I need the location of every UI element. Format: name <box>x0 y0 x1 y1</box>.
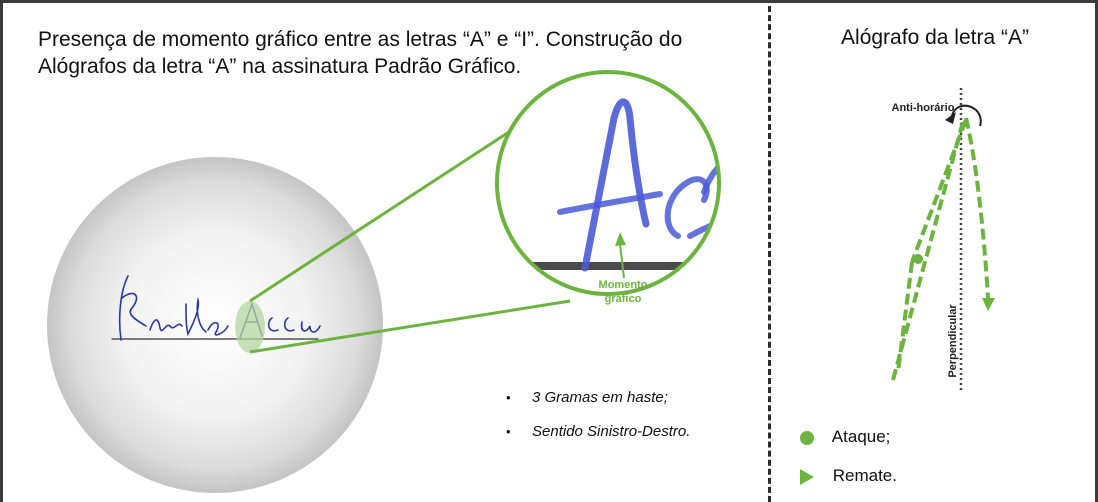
rotation-arrowhead <box>945 112 956 124</box>
attack-point <box>913 254 923 264</box>
zoom-label-line1: Momento <box>599 279 648 291</box>
right-panel-title: Alógrafo da letra “A” <box>841 26 1029 49</box>
finish-triangle-icon <box>800 468 814 485</box>
legend-finish-label: Remate. <box>832 466 897 485</box>
rotation-label: Anti-horário <box>892 102 955 114</box>
perpendicular-label: Perpendicular <box>947 304 959 378</box>
finish-arrowhead <box>982 298 995 311</box>
bullet-item: Sentido Sinistro-Destro. <box>506 422 690 456</box>
title-line-2: Alógrafos da letra “A” na assinatura Pad… <box>38 55 522 78</box>
signature-scan <box>111 275 321 341</box>
allograph-diagram: Anti-horário Perpendicular <box>891 88 995 390</box>
zoom-inset: Momento gráfico <box>495 70 721 305</box>
legend-attack: Ataque; <box>800 427 890 447</box>
magnifier-lens <box>47 157 383 493</box>
bullet-list: 3 Gramas em haste; Sentido Sinistro-Dest… <box>506 388 690 456</box>
zoom-label-line2: gráfico <box>605 293 642 305</box>
connector-line-bottom <box>249 299 571 354</box>
highlight-ellipse <box>235 301 265 353</box>
left-panel-title: Presença de momento gráfico entre as let… <box>38 26 758 80</box>
return-stroke <box>896 119 968 373</box>
bullet-item: 3 Gramas em haste; <box>506 388 690 422</box>
finish-stroke <box>964 117 990 299</box>
legend-finish: Remate. <box>800 466 897 486</box>
attack-dot-icon <box>800 430 814 445</box>
panel-divider <box>768 6 771 502</box>
rotation-arc <box>951 104 982 127</box>
legend-attack-label: Ataque; <box>831 427 891 446</box>
connector-line-top <box>249 111 539 303</box>
title-line-1: Presença de momento gráfico entre as let… <box>38 28 683 51</box>
attack-stroke <box>891 117 966 381</box>
